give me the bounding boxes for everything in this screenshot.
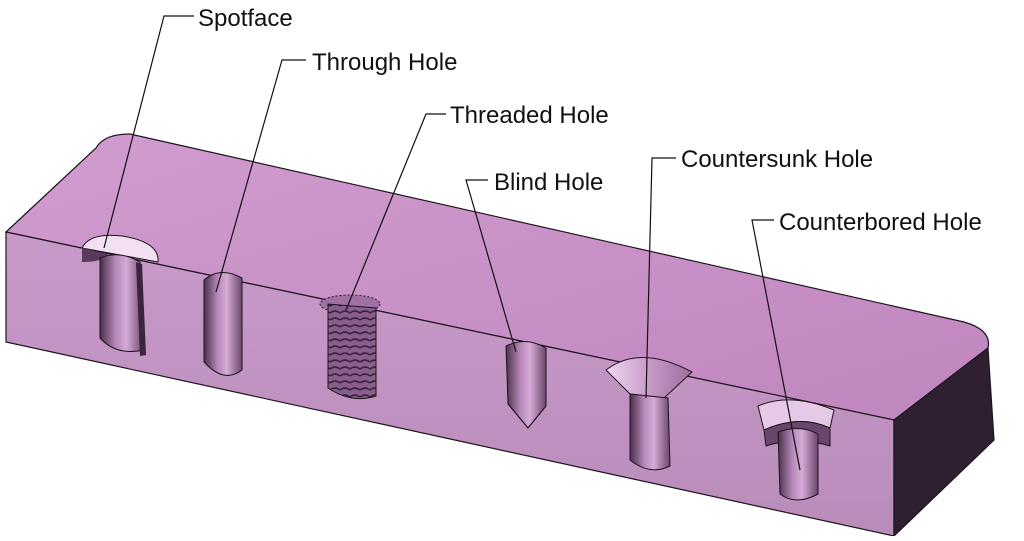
spotface-feature xyxy=(81,234,159,356)
blind-hole-feature xyxy=(505,341,547,429)
leader-counterbored-hole xyxy=(751,219,801,471)
label-counterbored-hole: Counterbored Hole xyxy=(779,209,982,236)
leader-threaded-hole xyxy=(345,113,446,311)
label-threaded-hole: Threaded Hole xyxy=(450,102,609,129)
threaded-hole-feature xyxy=(319,294,381,400)
block-top-face xyxy=(4,133,990,421)
leader-through-hole xyxy=(215,59,306,293)
label-countersunk-hole: Countersunk Hole xyxy=(681,146,873,173)
label-spotface: Spotface xyxy=(198,5,293,32)
leader-countersunk-hole xyxy=(645,157,676,399)
leader-blind-hole xyxy=(465,179,517,353)
through-hole-feature xyxy=(203,272,243,376)
leader-lines xyxy=(103,15,801,471)
label-through-hole: Through Hole xyxy=(312,49,457,76)
block-side-face xyxy=(893,346,995,538)
label-blind-hole: Blind Hole xyxy=(494,169,603,196)
leader-spotface xyxy=(103,15,194,249)
countersunk-hole-feature xyxy=(605,357,693,471)
counterbored-hole-feature xyxy=(757,399,835,501)
feature-labels: Spotface Through Hole Threaded Hole Blin… xyxy=(198,5,982,236)
